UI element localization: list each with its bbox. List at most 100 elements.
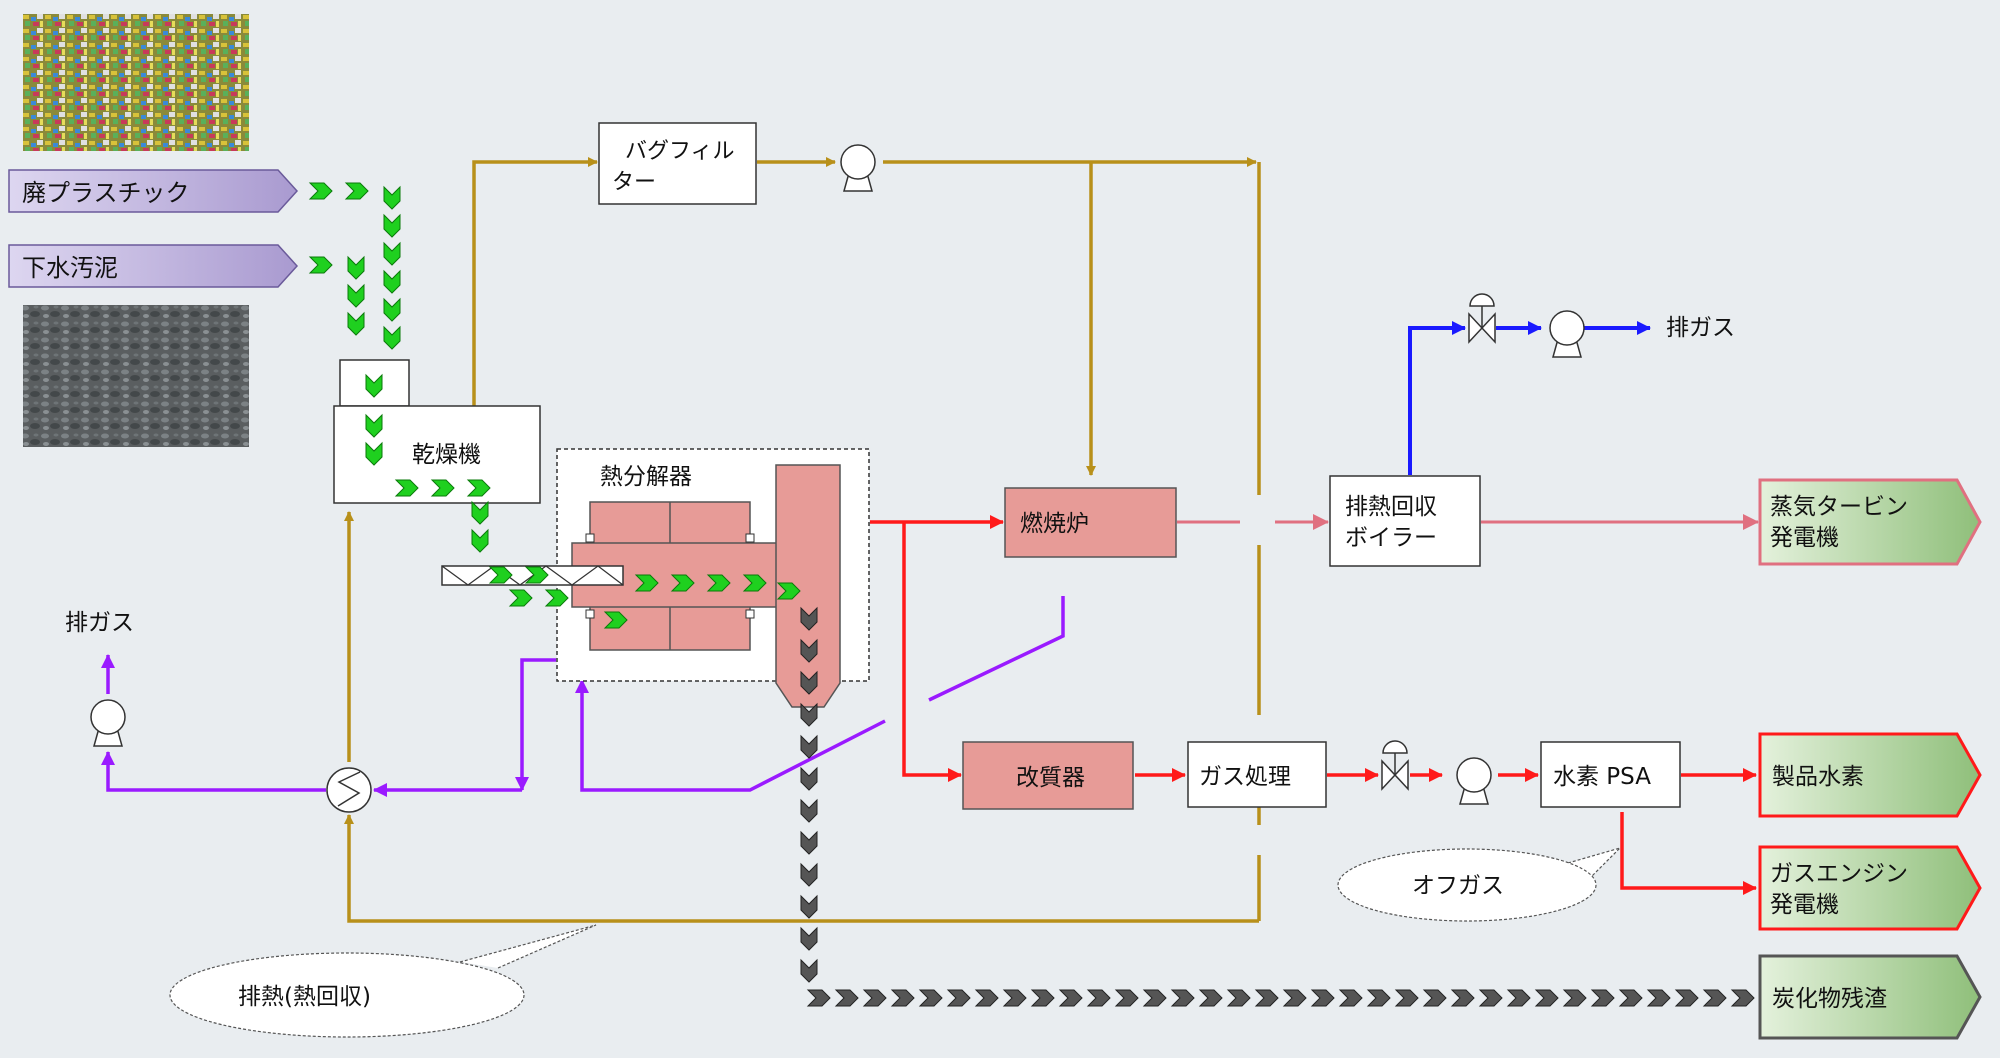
chevron-icon xyxy=(1255,989,1279,1007)
chevron-icon xyxy=(471,501,489,525)
pump-icon xyxy=(90,699,126,747)
output-gas-engine: ガスエンジン 発電機 xyxy=(1758,845,1982,931)
chevron-icon xyxy=(347,256,365,280)
chevron-icon xyxy=(800,831,818,855)
chevron-icon xyxy=(800,959,818,983)
pump-icon xyxy=(1456,757,1492,805)
chevron-icon xyxy=(1311,989,1335,1007)
chevron-icon xyxy=(383,242,401,266)
svg-text:炭化物残渣: 炭化物残渣 xyxy=(1772,986,1887,1012)
unit-reformer: 改質器 xyxy=(962,741,1134,810)
chevron-icon xyxy=(1283,989,1307,1007)
chevron-icon xyxy=(347,312,365,336)
chevron-icon xyxy=(309,256,333,274)
chevron-icon xyxy=(1227,989,1251,1007)
waste-plastic-photo xyxy=(23,14,249,151)
svg-text:蒸気タービン: 蒸気タービン xyxy=(1770,494,1908,520)
chevron-icon xyxy=(1591,989,1615,1007)
chevron-icon xyxy=(891,989,915,1007)
chevron-icon xyxy=(919,989,943,1007)
chevron-icon xyxy=(1675,989,1699,1007)
chevron-icon xyxy=(1143,989,1167,1007)
svg-text:廃プラスチック: 廃プラスチック xyxy=(22,179,190,207)
chevron-icon xyxy=(1199,989,1223,1007)
chevron-icon xyxy=(1087,989,1111,1007)
chevron-icon xyxy=(807,989,831,1007)
chevron-icon xyxy=(835,989,859,1007)
chevron-icon xyxy=(1479,989,1503,1007)
output-char-residue: 炭化物残渣 xyxy=(1758,954,1982,1040)
chevron-icon xyxy=(800,799,818,823)
chevron-icon xyxy=(947,989,971,1007)
chevron-icon xyxy=(1115,989,1139,1007)
svg-text:ター: ター xyxy=(612,170,656,195)
svg-text:排熱回収: 排熱回収 xyxy=(1345,494,1437,520)
chevron-icon xyxy=(800,927,818,951)
chevron-icon xyxy=(800,735,818,759)
input-sewage-sludge: 下水汚泥 xyxy=(8,244,299,288)
svg-text:発電機: 発電機 xyxy=(1770,525,1839,551)
svg-text:燃焼炉: 燃焼炉 xyxy=(1020,511,1089,537)
pump-icon xyxy=(1549,310,1585,358)
chevron-icon xyxy=(309,182,333,200)
heat-medium-lines xyxy=(101,596,1065,797)
chevron-icon xyxy=(1451,989,1475,1007)
chevron-icon xyxy=(509,589,533,607)
chevron-icon xyxy=(1703,989,1727,1007)
chevron-icon xyxy=(800,863,818,887)
svg-text:水素 PSA: 水素 PSA xyxy=(1553,764,1651,790)
unit-hydrogen-psa: 水素 PSA xyxy=(1540,741,1681,808)
svg-text:ガス処理: ガス処理 xyxy=(1199,764,1291,790)
unit-dryer: 乾燥機 xyxy=(333,405,541,504)
exhaust-label: 排ガス xyxy=(1666,315,1735,341)
chevron-icon xyxy=(975,989,999,1007)
valve-icon xyxy=(1381,740,1409,791)
svg-text:オフガス: オフガス xyxy=(1412,873,1504,899)
svg-text:下水汚泥: 下水汚泥 xyxy=(22,254,118,282)
svg-text:発電機: 発電機 xyxy=(1770,892,1839,918)
chevron-icon xyxy=(383,326,401,350)
chevron-icon xyxy=(1535,989,1559,1007)
svg-text:排熱(熱回収): 排熱(熱回収) xyxy=(238,984,371,1010)
chevron-icon xyxy=(800,895,818,919)
chevron-icon xyxy=(1619,989,1643,1007)
svg-text:製品水素: 製品水素 xyxy=(1772,764,1864,790)
chevron-icon xyxy=(1563,989,1587,1007)
input-waste-plastic: 廃プラスチック xyxy=(8,169,299,213)
syngas-lines xyxy=(870,515,1757,895)
svg-text:改質器: 改質器 xyxy=(1016,765,1085,791)
svg-text:熱分解器: 熱分解器 xyxy=(600,464,692,490)
chevron-icon xyxy=(1367,989,1391,1007)
svg-text:ガスエンジン: ガスエンジン xyxy=(1770,861,1908,887)
unit-waste-heat-boiler: 排熱回収 ボイラー xyxy=(1329,475,1481,567)
valve-icon xyxy=(1468,293,1496,344)
chevron-icon xyxy=(1031,989,1055,1007)
chevron-icon xyxy=(800,767,818,791)
svg-text:乾燥機: 乾燥機 xyxy=(412,442,481,468)
chevron-icon xyxy=(383,186,401,210)
heat-exchanger-icon xyxy=(326,767,372,813)
chevron-icon xyxy=(1003,989,1027,1007)
waste-heat-callout: 排熱(熱回収) xyxy=(169,924,597,1038)
chevron-icon xyxy=(1059,989,1083,1007)
exhaust-lines xyxy=(1408,321,1651,475)
chevron-icon xyxy=(1647,989,1671,1007)
chevron-icon xyxy=(1171,989,1195,1007)
output-steam-turbine: 蒸気タービン 発電機 xyxy=(1758,478,1982,566)
chevron-icon xyxy=(1731,989,1755,1007)
chevron-icon xyxy=(863,989,887,1007)
svg-text:バグフィル: バグフィル xyxy=(625,139,735,164)
chevron-icon xyxy=(383,270,401,294)
sewage-sludge-photo xyxy=(23,305,249,447)
chevron-icon xyxy=(1423,989,1447,1007)
exhaust-label: 排ガス xyxy=(65,610,134,636)
screw-conveyor xyxy=(441,565,624,586)
heat-lines xyxy=(344,157,1261,923)
chevron-icon xyxy=(471,529,489,553)
unit-combustor: 燃焼炉 xyxy=(1004,487,1177,558)
output-product-hydrogen: 製品水素 xyxy=(1758,732,1982,818)
chevron-icon xyxy=(347,284,365,308)
chevron-icon xyxy=(1339,989,1363,1007)
unit-gas-treatment: ガス処理 xyxy=(1187,741,1327,808)
